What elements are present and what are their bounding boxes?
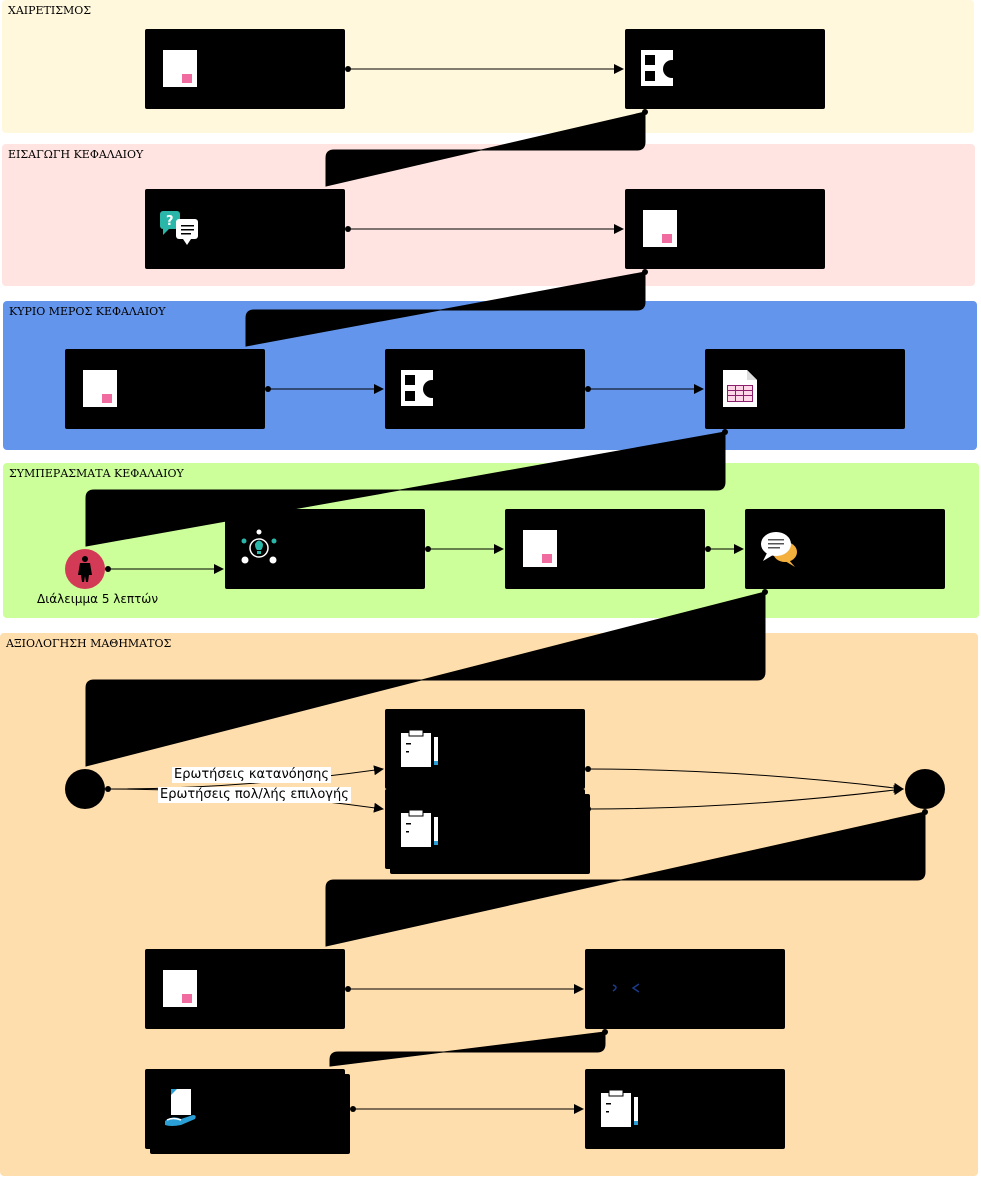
lightbulb-network-icon: [241, 529, 277, 564]
clipboard-pencil-icon: [601, 1089, 638, 1127]
activity-card[interactable]: [585, 1069, 785, 1149]
clipboard-pencil-icon: [401, 809, 438, 847]
lane-title: ΕΙΣΑΓΩΓΗ ΚΕΦΑΛΑΙΟΥ: [8, 148, 144, 161]
activity-card[interactable]: [505, 509, 705, 589]
branch-label-multiple-choice: Ερωτήσεις πολ/λής επιλογής: [158, 787, 351, 803]
gateway-end-node[interactable]: [905, 769, 945, 809]
document-page-icon: [83, 370, 117, 407]
activity-card[interactable]: [385, 709, 585, 789]
activity-card[interactable]: [745, 509, 945, 589]
clipboard-pencil-icon: [401, 729, 438, 767]
activity-card[interactable]: [145, 29, 345, 109]
hand-document-icon: [165, 1089, 196, 1126]
lane-title: ΑΞΙΟΛΟΓΗΣΗ ΜΑΘΗΜΑΤΟΣ: [6, 637, 172, 650]
break-node[interactable]: [65, 549, 105, 589]
shapes-icon: [401, 370, 439, 406]
activity-card[interactable]: [225, 509, 425, 589]
svg-text:?: ?: [166, 214, 174, 229]
document-page-icon: [643, 210, 677, 247]
branch-label-comprehension: Ερωτήσεις κατανόησης: [172, 767, 332, 783]
activity-card[interactable]: [385, 789, 585, 869]
activity-card[interactable]: [145, 1069, 345, 1149]
activity-card[interactable]: [625, 189, 825, 269]
document-page-icon: [163, 970, 197, 1007]
activity-card[interactable]: [385, 349, 585, 429]
lane-title: ΣΥΜΠΕΡΑΣΜΑΤΑ ΚΕΦΑΛΑΙΟΥ: [9, 467, 184, 480]
table-sheet-icon: [723, 370, 757, 407]
shapes-icon: [641, 50, 679, 86]
document-page-icon: [163, 50, 197, 87]
document-page-icon: [523, 530, 557, 567]
person-standing-icon: [78, 556, 92, 582]
lane-title: ΚΥΡΙΟ ΜΕΡΟΣ ΚΕΦΑΛΑΙΟΥ: [9, 305, 166, 318]
activity-card[interactable]: [65, 349, 265, 429]
activity-card[interactable]: ?: [145, 189, 345, 269]
break-label: Διάλειμμα 5 λεπτών: [37, 592, 159, 606]
gateway-start-node[interactable]: [65, 769, 105, 809]
activity-card[interactable]: [585, 949, 785, 1029]
activity-card[interactable]: [625, 29, 825, 109]
lane-title: ΧΑΙΡΕΤΙΣΜΟΣ: [8, 4, 92, 17]
activity-card[interactable]: [705, 349, 905, 429]
activity-card[interactable]: [145, 949, 345, 1029]
code-brackets-icon: [612, 983, 639, 993]
chat-bubbles-icon: [761, 532, 797, 567]
question-chat-icon: ?: [160, 211, 198, 245]
